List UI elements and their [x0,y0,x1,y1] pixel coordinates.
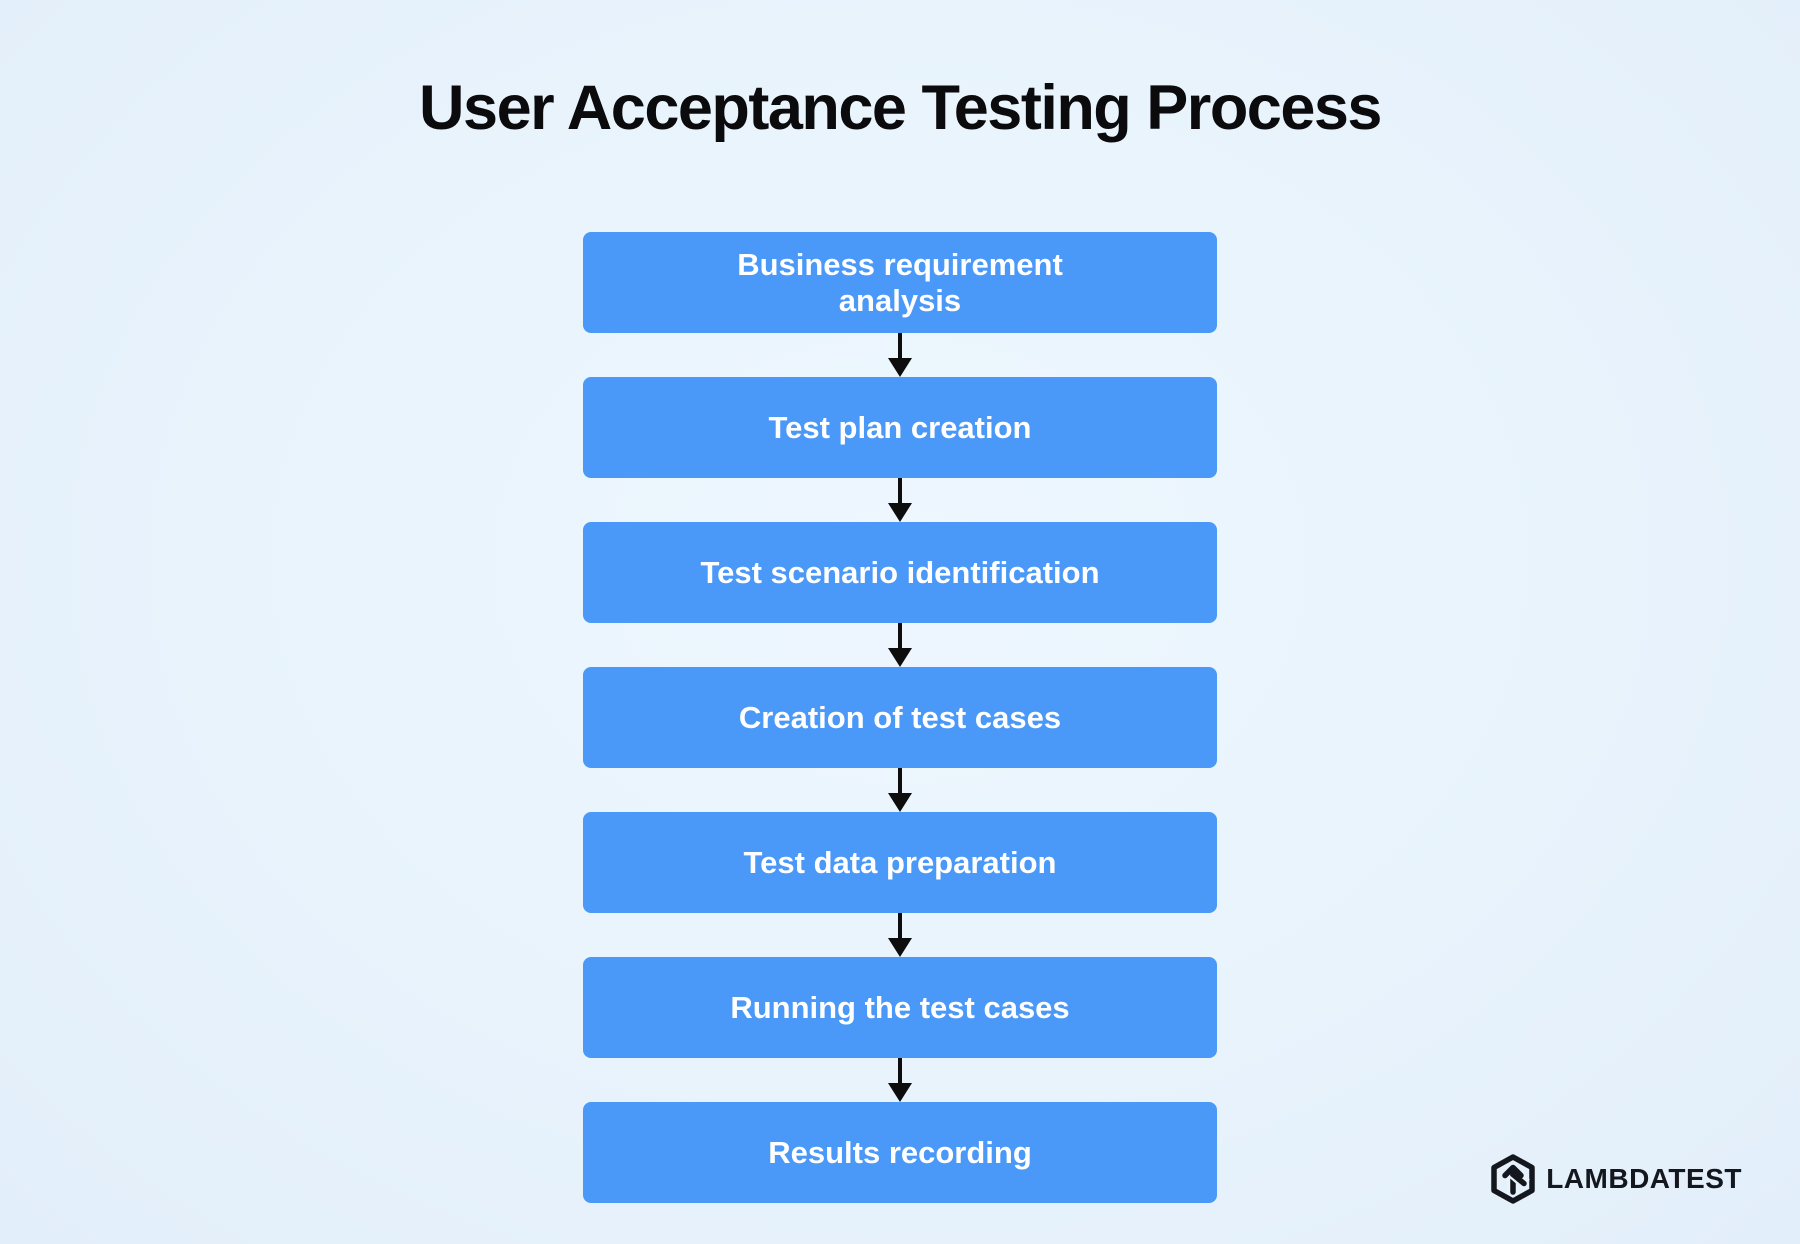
down-arrow-icon [888,1058,912,1102]
flow-step-3: Test scenario identification [583,522,1217,623]
flow-step-2: Test plan creation [583,377,1217,478]
flow-step-1: Business requirement analysis [583,232,1217,333]
flow-step-6: Running the test cases [583,957,1217,1058]
flow-step-5: Test data preparation [583,812,1217,913]
lambdatest-logo: LAMBDATEST [1490,1154,1742,1204]
down-arrow-icon [888,768,912,812]
down-arrow-icon [888,333,912,377]
flow-step-7: Results recording [583,1102,1217,1203]
page-title: User Acceptance Testing Process [419,73,1382,143]
lambdatest-hexagon-arrow-icon [1491,1154,1535,1204]
down-arrow-icon [888,913,912,957]
lambdatest-wordmark: LAMBDATEST [1546,1163,1742,1194]
flow-step-4: Creation of test cases [583,667,1217,768]
down-arrow-icon [888,478,912,522]
down-arrow-icon [888,623,912,667]
